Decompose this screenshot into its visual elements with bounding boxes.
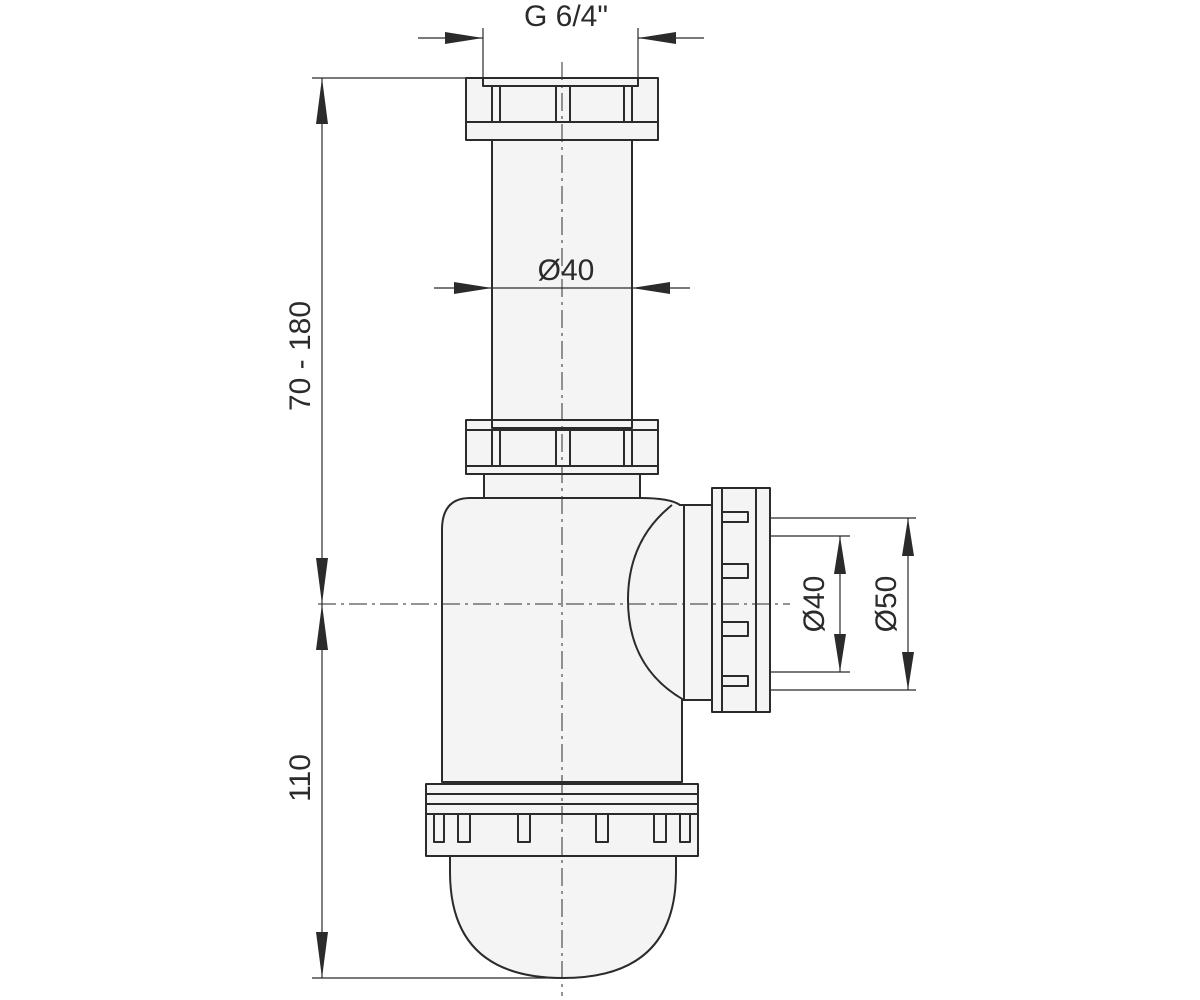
bottom-cup	[449, 855, 677, 979]
tube-diameter-label: Ø40	[538, 254, 595, 287]
dimension-outlet-inner: Ø40	[770, 535, 850, 673]
dimension-lower-height: 110	[284, 604, 563, 979]
dimension-total-height: 70 - 180	[284, 77, 466, 604]
outlet-inner-diameter-label: Ø40	[798, 576, 831, 633]
outlet-outer-diameter-label: Ø50	[870, 576, 903, 633]
dimension-top-thread: G 6/4"	[418, 0, 704, 78]
dimension-tube-diameter: Ø40	[434, 254, 690, 294]
top-thread-label: G 6/4"	[524, 0, 608, 33]
lower-height-label: 110	[284, 754, 317, 802]
center-lines	[318, 62, 790, 996]
dimension-outlet-outer: Ø50	[770, 517, 916, 691]
total-height-label: 70 - 180	[284, 301, 317, 411]
siphon-body	[441, 497, 713, 783]
side-outlet-nut	[711, 487, 771, 713]
